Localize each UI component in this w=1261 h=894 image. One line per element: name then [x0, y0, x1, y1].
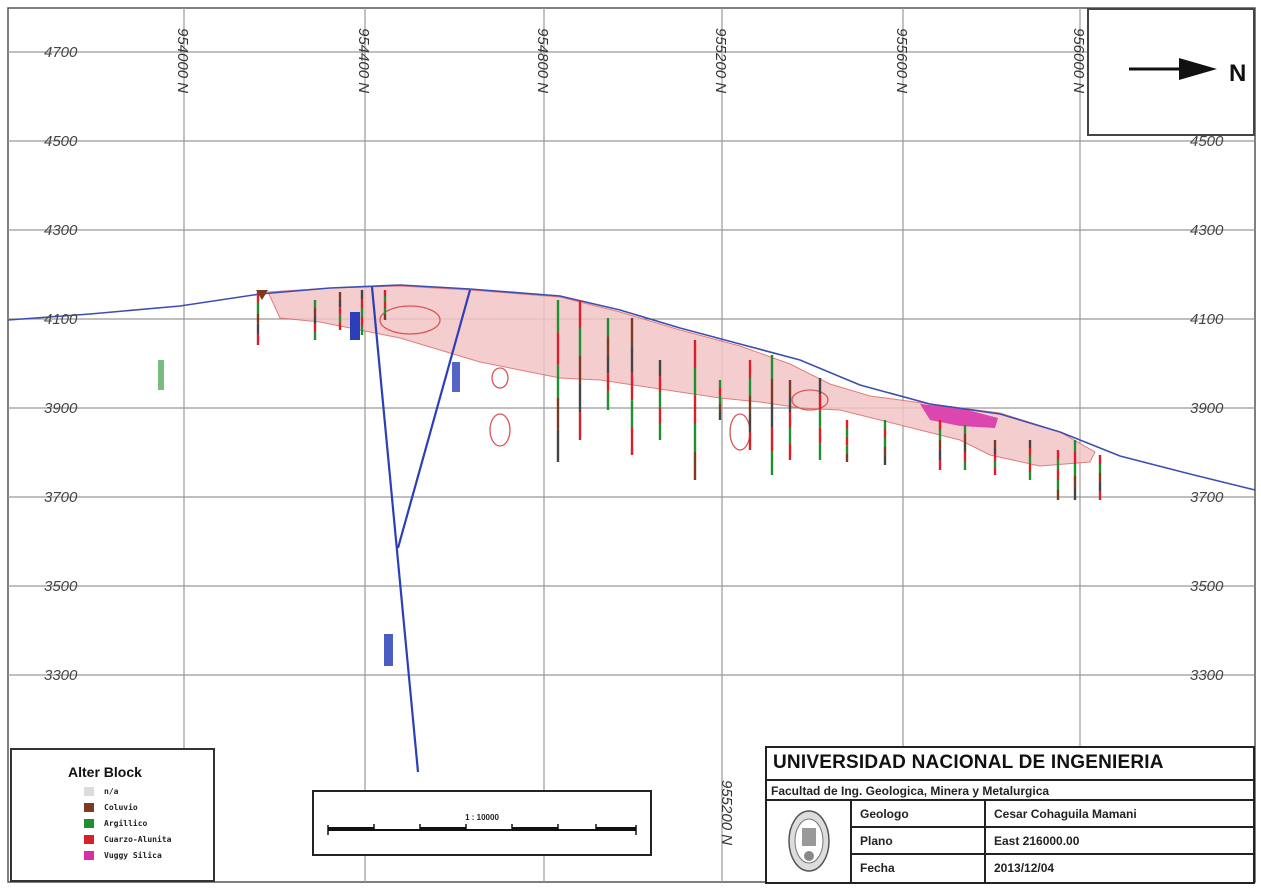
northing-gridlines — [183, 8, 1081, 882]
scale-ratio: 1 : 10000 — [465, 813, 499, 822]
info-value: 2013/12/04 — [994, 861, 1055, 875]
legend-swatch — [84, 819, 94, 828]
info-row-plano: Plano East 216000.00 — [852, 828, 1253, 855]
legend-label: Cuarzo-Alunita — [104, 835, 172, 844]
inclined-drill-trace — [396, 289, 472, 549]
elevation-label-left: 3500 — [44, 578, 78, 595]
northing-label: 955600 N — [893, 28, 910, 93]
alteration-zone-lens — [379, 305, 441, 335]
north-label: N — [1229, 60, 1247, 87]
legend-label: Argillico — [104, 819, 148, 828]
legend-swatch — [84, 803, 94, 812]
scale-bar-panel: 1 : 10000 — [312, 790, 652, 856]
elevation-label-right: 3700 — [1190, 489, 1224, 506]
alteration-zone-lens — [791, 389, 829, 411]
elevation-label-left: 4700 — [44, 44, 78, 61]
faculty-name: Facultad de Ing. Geologica, Minera y Met… — [767, 779, 1253, 801]
elevation-label-left: 3700 — [44, 489, 78, 506]
legend-label: n/a — [104, 787, 119, 796]
scale-bar-icon — [327, 824, 637, 835]
info-value: East 216000.00 — [994, 834, 1080, 848]
info-key: Plano — [852, 828, 986, 853]
northing-label: 954400 N — [355, 28, 372, 93]
info-value: Cesar Cohaguila Mamani — [994, 807, 1137, 821]
elevation-label-right: 4300 — [1190, 222, 1224, 239]
northing-label: 954800 N — [534, 28, 551, 93]
drill-collar-marker — [256, 290, 268, 300]
info-row-geologo: Geologo Cesar Cohaguila Mamani — [852, 801, 1253, 828]
seal-cell — [767, 801, 852, 882]
elevation-label-right: 3300 — [1190, 667, 1224, 684]
elevation-labels: 4700 4500 4300 4100 3900 3700 3500 3300 4500 4300… — [44, 44, 1224, 684]
legend-item: n/a — [84, 786, 118, 797]
legend-swatch — [84, 787, 94, 796]
drill-hole-label-marker — [158, 360, 164, 390]
drill-hole-traces — [256, 290, 1102, 500]
elevation-label-right: 3500 — [1190, 578, 1224, 595]
elevation-label-left: 4300 — [44, 222, 78, 239]
inclined-drill-traces — [158, 286, 472, 773]
legend-label: Coluvio — [104, 803, 138, 812]
northing-label: 956000 N — [1070, 28, 1087, 93]
north-arrow-icon — [1129, 58, 1217, 80]
northing-labels: 954000 N 954400 N 954800 N 955200 N 955600 N… — [174, 28, 1087, 93]
legend-swatch — [84, 835, 94, 844]
title-block: UNIVERSIDAD NACIONAL DE INGENIERIA Facul… — [765, 746, 1255, 884]
legend-label: Vuggy Silica — [104, 851, 162, 860]
north-arrow-panel: N — [1087, 8, 1255, 136]
alteration-zone-main — [267, 285, 1096, 467]
alteration-zone-polygons — [267, 285, 1096, 467]
northing-label: 954000 N — [174, 28, 191, 93]
legend-title: Alter Block — [68, 764, 142, 780]
elevation-label-right: 4100 — [1190, 311, 1224, 328]
bottom-northing-label: 955200 N — [718, 780, 735, 845]
legend-item: Argillico — [84, 818, 147, 829]
elevation-label-right: 4500 — [1190, 133, 1224, 150]
university-seal-icon — [788, 810, 830, 872]
alteration-zone-lens — [489, 413, 511, 447]
elevation-label-left: 3900 — [44, 400, 78, 417]
legend-item: Coluvio — [84, 802, 138, 813]
inclined-drill-trace — [370, 286, 420, 773]
elevation-label-right: 3900 — [1190, 400, 1224, 417]
info-key: Fecha — [852, 855, 986, 882]
drill-hole-label-marker — [384, 634, 393, 666]
elevation-label-left: 4500 — [44, 133, 78, 150]
vuggy-silica-zone — [920, 404, 998, 428]
drill-hole-label-marker — [452, 362, 460, 392]
northing-label: 955200 N — [712, 28, 729, 93]
legend-item: Cuarzo-Alunita — [84, 834, 171, 845]
elevation-label-left: 3300 — [44, 667, 78, 684]
alteration-zone-lens — [491, 367, 509, 389]
info-row-fecha: Fecha 2013/12/04 — [852, 855, 1253, 882]
legend-item: Vuggy Silica — [84, 850, 162, 861]
elevation-label-left: 4100 — [44, 311, 78, 328]
drill-collar-marker — [350, 312, 360, 340]
info-key: Geologo — [852, 801, 986, 826]
legend-swatch — [84, 851, 94, 860]
university-name: UNIVERSIDAD NACIONAL DE INGENIERIA — [773, 752, 1164, 773]
